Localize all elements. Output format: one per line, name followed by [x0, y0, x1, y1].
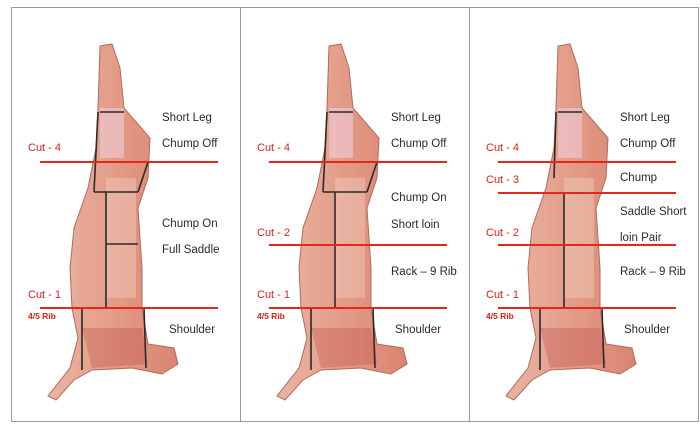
carcass-image-1 [12, 8, 240, 422]
panel-1: Short Leg Chump Off Chump On Full Saddle… [11, 7, 240, 422]
label-chump-off: Chump Off [391, 138, 446, 150]
label-shoulder: Shoulder [395, 324, 441, 336]
cut-label-3: Cut - 3 [486, 174, 519, 186]
cut-line-2 [498, 244, 676, 246]
label-shoulder: Shoulder [624, 324, 670, 336]
label-short-loin: Short loin [391, 219, 440, 231]
cut-line-4 [269, 161, 447, 163]
cut-label-4: Cut - 4 [486, 142, 519, 154]
label-rack-9-rib: Rack – 9 Rib [391, 266, 457, 278]
label-chump: Chump [620, 172, 657, 184]
rib-label: 4/5 Rib [28, 311, 56, 321]
label-chump-on: Chump On [391, 192, 447, 204]
cut-label-4: Cut - 4 [28, 142, 61, 154]
label-saddle-short: Saddle Short [620, 206, 687, 218]
cut-line-2 [269, 244, 447, 246]
cut-label-2: Cut - 2 [486, 227, 519, 239]
cut-line-1 [498, 307, 676, 309]
label-short-leg: Short Leg [391, 112, 441, 124]
cut-label-4: Cut - 4 [257, 142, 290, 154]
cut-line-3 [498, 192, 676, 194]
label-shoulder: Shoulder [169, 324, 215, 336]
carcass-image-2 [241, 8, 469, 422]
diagram-frame: Short Leg Chump Off Chump On Full Saddle… [11, 7, 699, 422]
rib-label: 4/5 Rib [486, 311, 514, 321]
label-rack-9-rib: Rack – 9 Rib [620, 266, 686, 278]
label-loin-pair: loin Pair [620, 232, 662, 244]
label-chump-on: Chump On [162, 218, 218, 230]
cut-line-1 [269, 307, 447, 309]
panel-2: Short Leg Chump Off Chump On Short loin … [240, 7, 469, 422]
label-chump-off: Chump Off [162, 138, 217, 150]
label-full-saddle: Full Saddle [162, 244, 220, 256]
rib-label: 4/5 Rib [257, 311, 285, 321]
label-chump-off: Chump Off [620, 138, 675, 150]
cut-line-4 [40, 161, 218, 163]
label-short-leg: Short Leg [162, 112, 212, 124]
cut-label-1: Cut - 1 [28, 289, 61, 301]
cut-label-2: Cut - 2 [257, 227, 290, 239]
panel-3: Short Leg Chump Off Chump Saddle Short l… [469, 7, 699, 422]
label-short-leg: Short Leg [620, 112, 670, 124]
cut-line-4 [498, 161, 676, 163]
cut-label-1: Cut - 1 [486, 289, 519, 301]
cut-label-1: Cut - 1 [257, 289, 290, 301]
cut-line-1 [40, 307, 218, 309]
